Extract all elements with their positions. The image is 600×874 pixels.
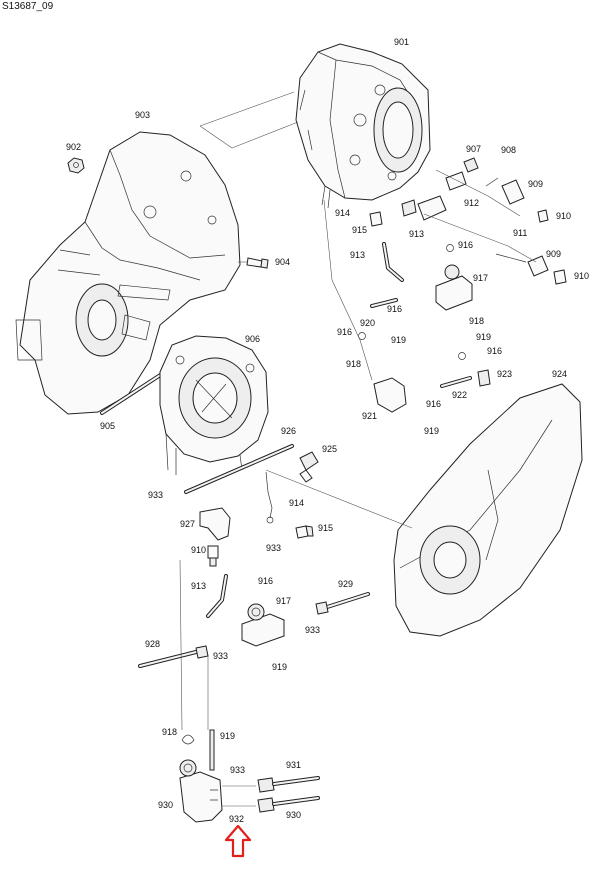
screw-915-lower: [295, 525, 314, 539]
part-label-913: 913: [350, 250, 365, 260]
part-label-920: 920: [360, 318, 375, 328]
fitting-925: [299, 451, 319, 483]
part-label-918: 918: [346, 359, 361, 369]
part-label-917: 917: [473, 273, 488, 283]
part-label-924: 924: [552, 369, 567, 379]
part-label-921: 921: [362, 411, 377, 421]
part-label-916: 916: [458, 240, 473, 250]
part-label-916: 916: [487, 346, 502, 356]
part-label-901: 901: [394, 37, 409, 47]
part-label-909: 909: [528, 179, 543, 189]
part-label-925: 925: [322, 444, 337, 454]
part-label-904: 904: [275, 257, 290, 267]
part-label-919: 919: [476, 332, 491, 342]
part-label-930: 930: [286, 810, 301, 820]
elbow-913-lower: [206, 574, 228, 618]
rear-housing-901: [295, 43, 431, 209]
part-label-910: 910: [191, 545, 206, 555]
part-label-902: 902: [66, 142, 81, 152]
part-label-919: 919: [272, 662, 287, 672]
part-label-903: 903: [135, 110, 150, 120]
hose-926: [184, 444, 294, 494]
upper-fittings-cluster: [358, 157, 567, 413]
highlight-arrow: [224, 824, 252, 858]
part-label-910: 910: [556, 211, 571, 221]
fitting-930: [179, 759, 223, 823]
tee-fitting-917-lower: [241, 603, 285, 647]
wire-914: [265, 471, 273, 519]
screw-910-lower: [207, 545, 219, 567]
part-label-908: 908: [501, 145, 516, 155]
clip-918: [181, 734, 195, 745]
part-label-931: 931: [286, 760, 301, 770]
part-label-914: 914: [289, 498, 304, 508]
screw-904: [238, 257, 269, 269]
part-label-926: 926: [281, 426, 296, 436]
part-label-933: 933: [266, 543, 281, 553]
part-label-907: 907: [466, 144, 481, 154]
rod-905: [100, 368, 170, 415]
part-label-909: 909: [546, 249, 561, 259]
part-label-933: 933: [230, 765, 245, 775]
part-label-923: 923: [497, 369, 512, 379]
diagram-id: S13687_09: [2, 1, 54, 12]
part-label-912: 912: [464, 198, 479, 208]
part-label-919: 919: [424, 426, 439, 436]
part-label-905: 905: [100, 421, 115, 431]
nut-902: [67, 157, 85, 174]
part-label-910: 910: [574, 271, 589, 281]
part-label-913: 913: [191, 581, 206, 591]
part-label-915: 915: [352, 225, 367, 235]
part-label-906: 906: [245, 334, 260, 344]
part-label-929: 929: [338, 579, 353, 589]
part-label-932: 932: [229, 814, 244, 824]
part-label-916: 916: [337, 327, 352, 337]
hose-929: [315, 592, 370, 615]
center-housing-906: [159, 335, 269, 475]
leader-lines: [179, 169, 537, 731]
part-label-913: 913: [409, 229, 424, 239]
bracket-927: [199, 507, 231, 541]
hose-928: [138, 645, 209, 668]
part-label-928: 928: [145, 639, 160, 649]
part-label-911: 911: [513, 228, 527, 238]
cover-924: [393, 383, 583, 637]
part-label-916: 916: [258, 576, 273, 586]
part-label-930: 930: [158, 800, 173, 810]
part-label-933: 933: [213, 651, 228, 661]
part-label-922: 922: [452, 390, 467, 400]
part-label-927: 927: [180, 519, 195, 529]
part-label-916: 916: [387, 304, 402, 314]
part-label-933: 933: [148, 490, 163, 500]
part-label-918: 918: [469, 316, 484, 326]
hoses-931: [222, 776, 320, 813]
part-label-915: 915: [318, 523, 333, 533]
pin-919: [209, 729, 215, 771]
part-label-919: 919: [391, 335, 406, 345]
part-label-914: 914: [335, 208, 350, 218]
part-label-917: 917: [276, 596, 291, 606]
part-label-916: 916: [426, 399, 441, 409]
left-housing-903: [15, 131, 241, 415]
part-label-918: 918: [162, 727, 177, 737]
part-label-919: 919: [220, 731, 235, 741]
part-label-933: 933: [305, 625, 320, 635]
